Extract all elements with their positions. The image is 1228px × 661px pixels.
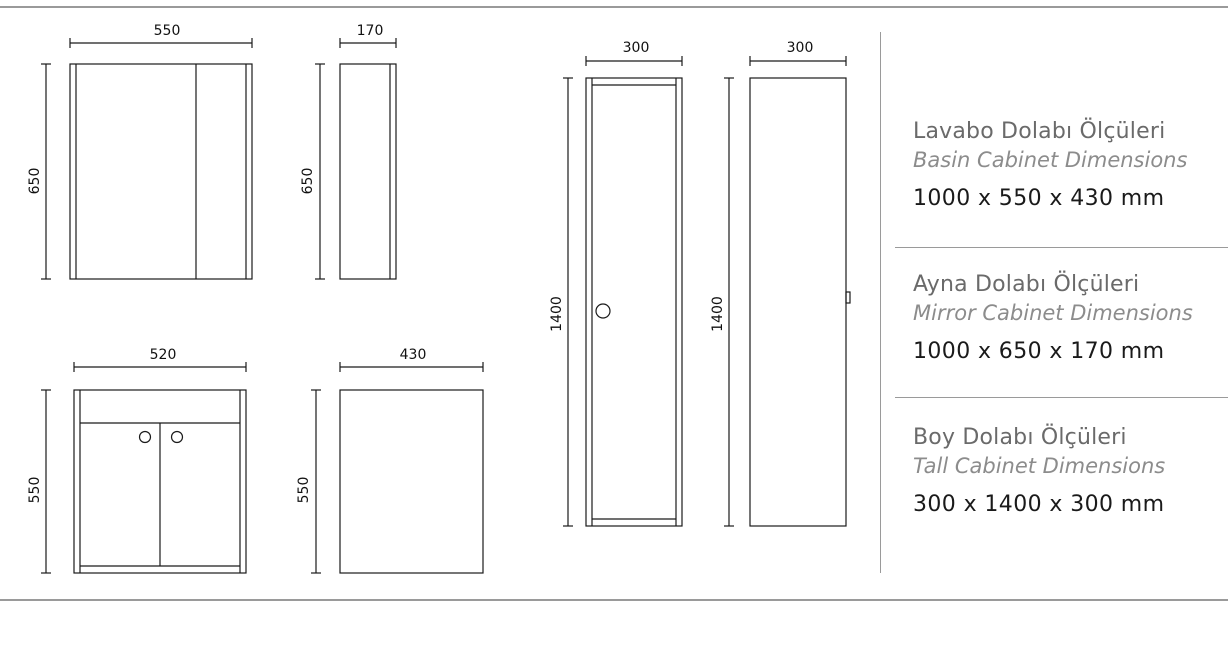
tall-cabinet-front	[563, 56, 683, 527]
spec-mirror-cabinet: Ayna Dolabı Ölçüleri Mirror Cabinet Dime…	[913, 271, 1213, 367]
spec-dimensions: 300 x 1400 x 300 mm	[913, 492, 1165, 517]
basin-side-height-label: 550	[296, 477, 312, 504]
spec-title-en: Tall Cabinet Dimensions	[913, 454, 1166, 478]
basin-side-width-label: 430	[400, 347, 427, 363]
basin-cabinet-front	[41, 362, 247, 574]
spec-dimensions: 1000 x 550 x 430 mm	[913, 186, 1165, 211]
spec-title-tr: Lavabo Dolabı Ölçüleri	[913, 119, 1166, 144]
mirror-side-width-label: 170	[357, 23, 384, 39]
basin-front-height-label: 550	[27, 477, 43, 504]
technical-drawing: 550 650 170 650 520 550 430 550 300 1400…	[27, 23, 851, 574]
spec-basin-cabinet: Lavabo Dolabı Ölçüleri Basin Cabinet Dim…	[913, 118, 1213, 214]
spec-tall-cabinet: Boy Dolabı Ölçüleri Tall Cabinet Dimensi…	[913, 424, 1213, 520]
spec-title-en: Basin Cabinet Dimensions	[913, 148, 1188, 172]
top-rule	[0, 6, 1228, 8]
mirror-cabinet-side	[315, 38, 397, 280]
mirror-side-height-label: 650	[300, 168, 316, 195]
bottom-rule	[0, 599, 1228, 601]
spec-title-tr: Ayna Dolabı Ölçüleri	[913, 272, 1140, 297]
mirror-cabinet-front	[41, 38, 253, 280]
tall-side-width-label: 300	[787, 40, 814, 56]
basin-cabinet-side	[311, 362, 484, 574]
mirror-front-width-label: 550	[154, 23, 181, 39]
spec-divider	[895, 247, 1228, 248]
tall-side-height-label: 1400	[710, 296, 726, 332]
tall-front-height-label: 1400	[549, 296, 565, 332]
tall-cabinet-side	[724, 56, 851, 527]
spec-dimensions: 1000 x 650 x 170 mm	[913, 339, 1165, 364]
spec-title-en: Mirror Cabinet Dimensions	[913, 301, 1193, 325]
mirror-front-height-label: 650	[27, 168, 43, 195]
vertical-divider	[880, 32, 881, 573]
tall-front-width-label: 300	[623, 40, 650, 56]
spec-title-tr: Boy Dolabı Ölçüleri	[913, 425, 1127, 450]
basin-front-width-label: 520	[150, 347, 177, 363]
spec-divider	[895, 397, 1228, 398]
